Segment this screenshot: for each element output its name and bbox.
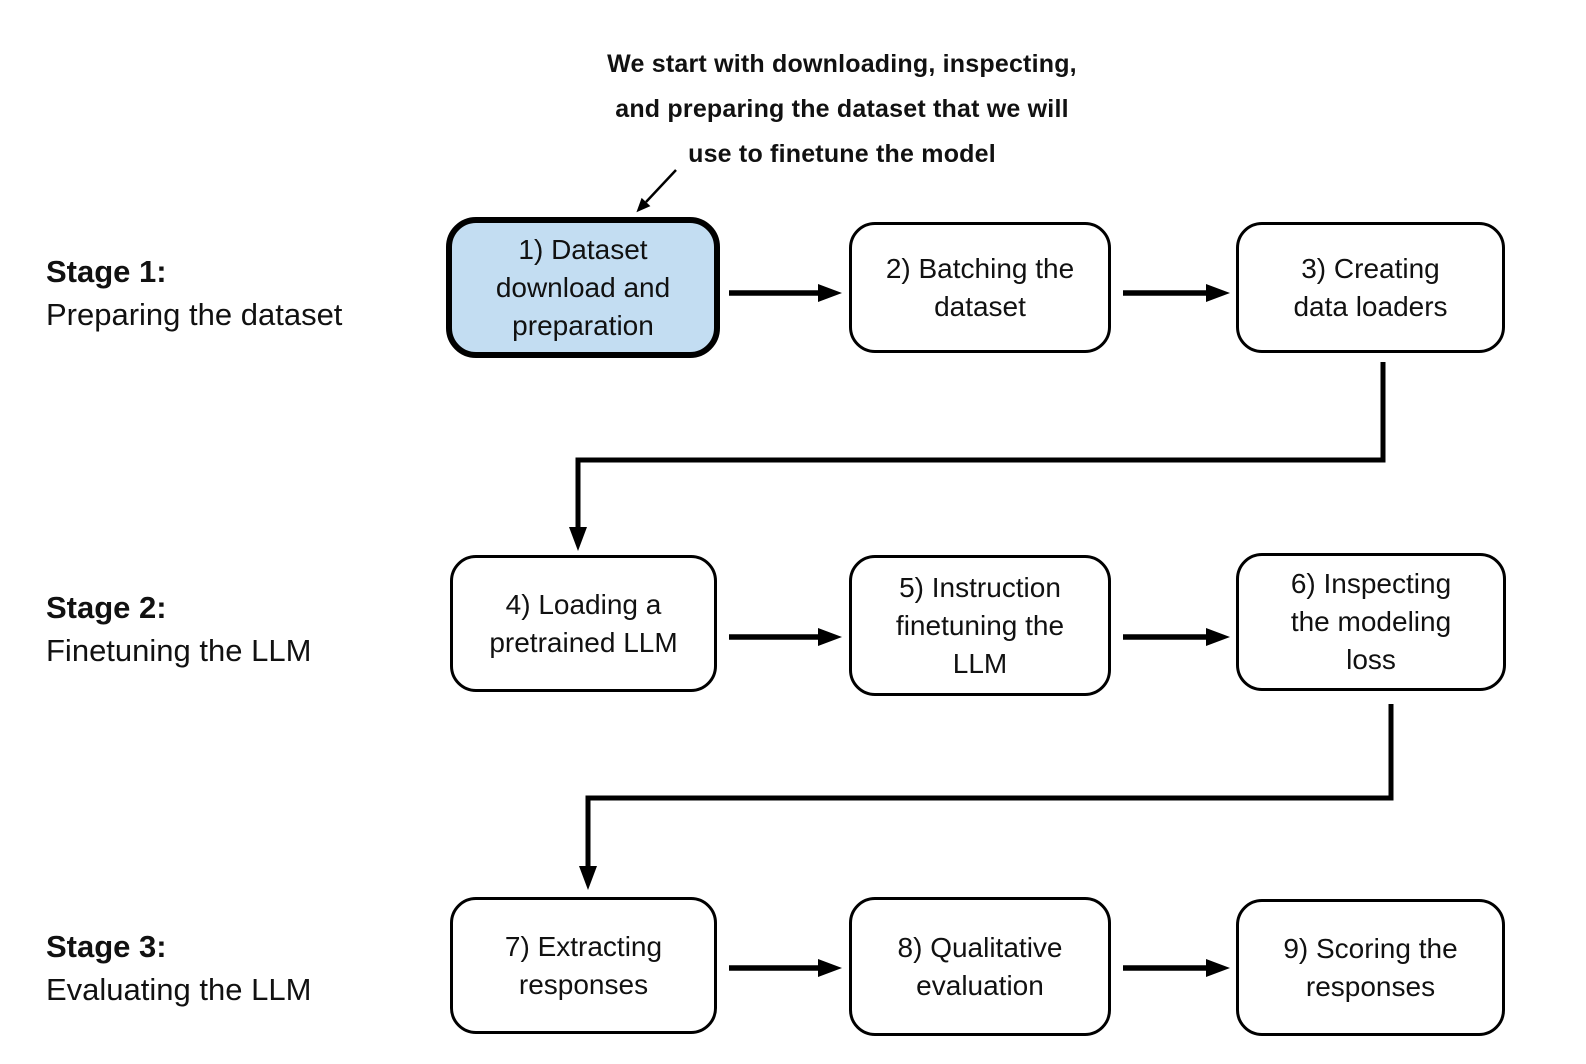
step-box-label: 7) Extracting responses	[504, 930, 663, 1000]
step-box-extracting-responses: 7) Extracting responses	[450, 897, 717, 1034]
step-box-batching-dataset: 2) Batching the dataset	[849, 222, 1111, 353]
connector-step6-step7	[579, 704, 1394, 890]
stage-1-subtitle: Preparing the dataset	[46, 297, 343, 332]
step-box-label: 4) Loading a pretrained LLM	[489, 588, 678, 658]
step-box-scoring-responses: 9) Scoring the responses	[1236, 899, 1505, 1036]
step-box-label: 9) Scoring the responses	[1283, 932, 1458, 1002]
stage-3-title: Stage 3:	[46, 929, 167, 964]
step-box-instruction-finetuning: 5) Instruction finetuning the LLM	[849, 555, 1111, 696]
step-box-label: 6) Inspecting the modeling loss	[1290, 568, 1452, 675]
stage-2-label: Stage 2: Finetuning the LLM	[46, 586, 311, 672]
step-box-qualitative-evaluation: 8) Qualitative evaluation	[849, 897, 1111, 1036]
step-box-label: 1) Dataset download and preparation	[495, 233, 671, 341]
step-box-label: 2) Batching the dataset	[885, 252, 1075, 322]
step-box-loading-pretrained-llm: 4) Loading a pretrained LLM	[450, 555, 717, 692]
stage-2-subtitle: Finetuning the LLM	[46, 633, 312, 668]
step-box-label: 3) Creating data loaders	[1293, 252, 1448, 322]
step-box-inspecting-modeling-loss: 6) Inspecting the modeling loss	[1236, 553, 1506, 691]
step-box-dataset-download: 1) Dataset download and preparation	[446, 217, 720, 358]
stage-3-subtitle: Evaluating the LLM	[46, 972, 312, 1007]
step-box-label: 5) Instruction finetuning the LLM	[895, 571, 1065, 679]
connector-step3-step4	[569, 362, 1386, 551]
stage-1-title: Stage 1:	[46, 254, 167, 289]
stage-1-label: Stage 1: Preparing the dataset	[46, 250, 342, 336]
step-box-creating-data-loaders: 3) Creating data loaders	[1236, 222, 1505, 353]
stage-3-label: Stage 3: Evaluating the LLM	[46, 925, 311, 1011]
annotation-note: We start with downloading, inspecting, a…	[607, 50, 1077, 168]
step-box-label: 8) Qualitative evaluation	[897, 931, 1063, 1001]
stage-2-title: Stage 2:	[46, 590, 167, 625]
